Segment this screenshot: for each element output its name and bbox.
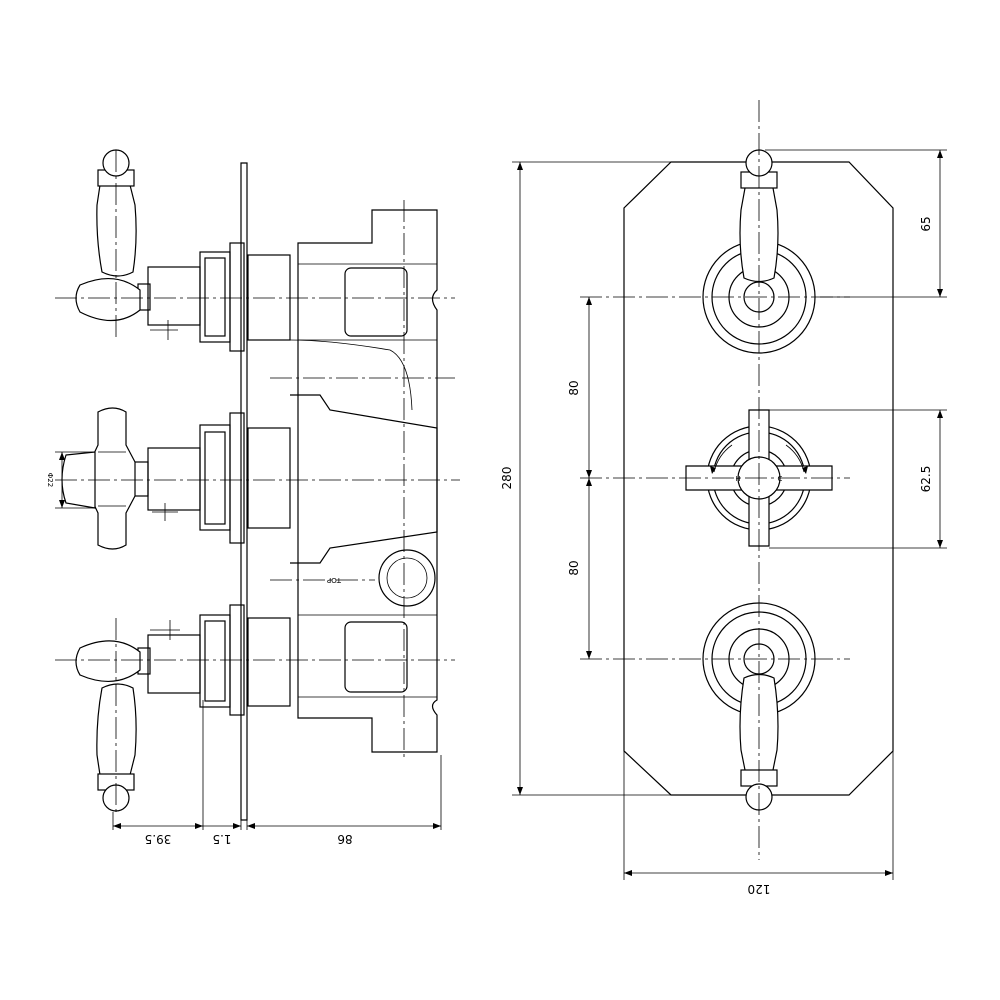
center-handle-size-label: 62.5 [919,466,933,493]
plate-height-label: 280 [500,467,514,490]
plate-width-label: 120 [748,882,771,896]
hot-label: H [735,475,740,483]
top-offset-dim: 65 [765,149,947,298]
upper-spacing-label: 80 [567,380,581,395]
lower-spacing-label: 80 [567,560,581,575]
spindle-dim-label: Φ22 [46,473,54,487]
side-view: TOP [46,149,460,846]
handle-spacing-dims: 80 80 [567,297,592,659]
middle-cross-handle [89,407,136,550]
front-plate [623,161,894,796]
spindle-dim: Φ22 [46,451,95,509]
top-lever-handle [96,180,137,277]
bottom-lever-assembly [75,604,291,812]
front-view: H C 280 [500,100,947,896]
bottom-lever-handle [96,683,137,780]
body-depth-dim: 86 [337,832,352,846]
middle-cross-assembly [61,407,291,550]
plate-width-dim: 120 [623,751,894,896]
plate-thickness-dim: 1.5 [212,832,231,846]
top-offset-label: 65 [919,216,933,231]
top-lever-assembly [75,149,291,352]
side-depth-dims: 39.5 1.5 86 [112,700,442,846]
center-handle-size-dim: 62.5 [769,409,947,549]
valve-body [297,209,438,753]
handle-depth-dim: 39.5 [145,832,172,846]
thermostat-cartridge [290,394,438,564]
plate-height-dim: 280 [500,161,671,796]
cold-label: C [778,475,783,483]
outlet-port [378,549,436,607]
top-marking: TOP [327,576,342,584]
